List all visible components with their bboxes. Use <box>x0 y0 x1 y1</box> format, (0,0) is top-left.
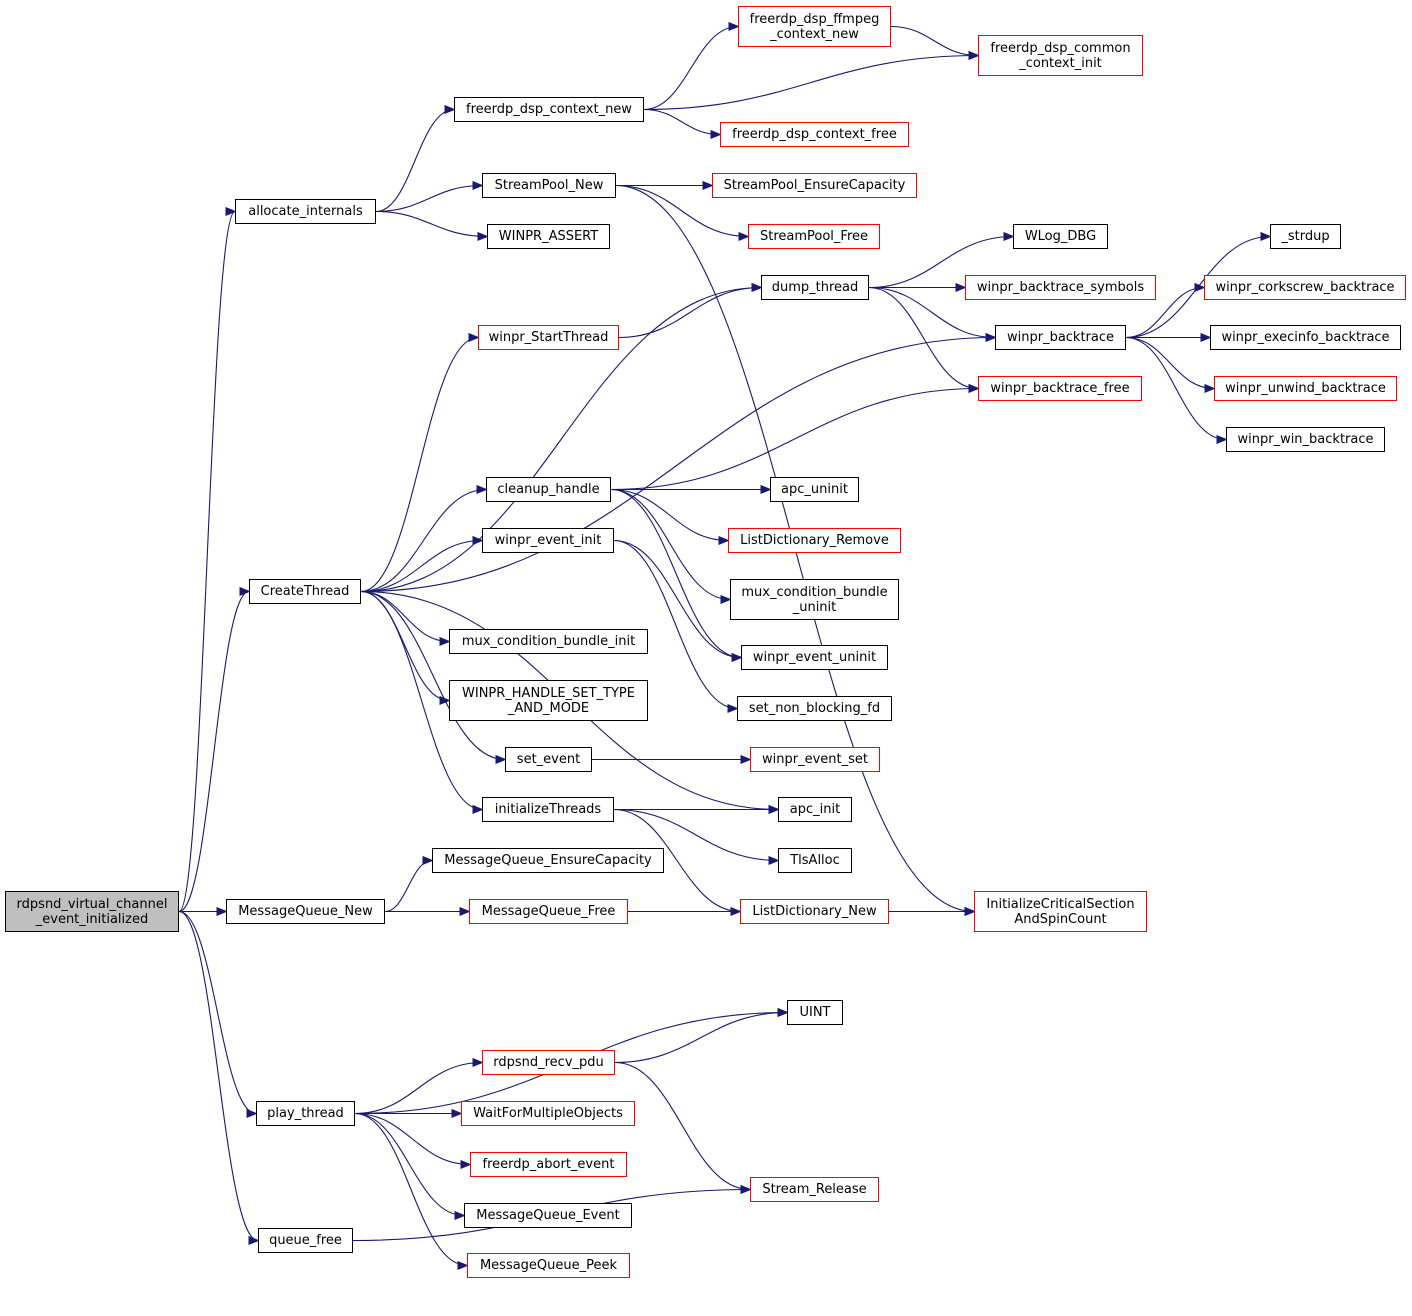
node-stream-pool-new[interactable]: StreamPool_New <box>482 173 616 198</box>
node-initialize-threads[interactable]: initializeThreads <box>482 797 614 822</box>
edge-winpr-event-init-to-winpr-event-uninit <box>613 539 741 658</box>
node-message-queue-peek[interactable]: MessageQueue_Peek <box>467 1253 630 1278</box>
node-mux-condition-bundle-uninit[interactable]: mux_condition_bundle _uninit <box>730 579 899 620</box>
edge-streampool-new-to-streampool-free <box>615 184 748 237</box>
edge-root-to-allocate-internals <box>178 212 235 913</box>
edge-freerdp-dsp-context-new-to-freerdp-dsp-ffmpeg-context-new <box>643 27 738 111</box>
node-message-queue-new[interactable]: MessageQueue_New <box>226 899 385 924</box>
edge-allocate-internals-to-winpr-assert <box>375 210 487 237</box>
node-list-dictionary-new[interactable]: ListDictionary_New <box>740 899 889 924</box>
edge-createthread-to-set-event <box>360 590 505 760</box>
edge-winpr-startthread-to-dump-thread <box>618 288 761 339</box>
node-winpr-execinfo-backtrace[interactable]: winpr_execinfo_backtrace <box>1210 325 1401 350</box>
node-mux-condition-bundle-init[interactable]: mux_condition_bundle_init <box>449 629 648 654</box>
node-tls-alloc[interactable]: TlsAlloc <box>778 848 852 873</box>
node-message-queue-event[interactable]: MessageQueue_Event <box>464 1203 632 1228</box>
edge-winpr-backtrace-to-winpr-unwind-backtrace <box>1125 336 1214 389</box>
node-winpr-corkscrew-backtrace[interactable]: winpr_corkscrew_backtrace <box>1204 275 1406 300</box>
edge-createthread-to-winpr-backtrace <box>360 338 995 593</box>
edge-play-thread-to-rdpsnd-recv-pdu <box>354 1063 482 1115</box>
node-winpr-win-backtrace[interactable]: winpr_win_backtrace <box>1226 427 1385 452</box>
edge-freerdp-dsp-context-new-to-freerdp-dsp-context-free <box>643 108 720 135</box>
node-message-queue-ensure-capacity[interactable]: MessageQueue_EnsureCapacity <box>432 848 664 873</box>
node-uint[interactable]: UINT <box>787 1000 843 1025</box>
edge-allocate-internals-to-freerdp-dsp-context-new <box>375 110 454 213</box>
edge-messagequeue-new-to-messagequeue-ensurecapacity <box>384 861 432 913</box>
edge-play-thread-to-freerdp-abort-event <box>354 1112 470 1165</box>
node-cleanup-handle[interactable]: cleanup_handle <box>486 477 611 502</box>
edge-winpr-event-init-to-set-non-blocking-fd <box>613 539 737 709</box>
edge-play-thread-to-messagequeue-event <box>354 1112 464 1216</box>
edge-createthread-to-winpr-event-init <box>360 541 482 593</box>
node-winpr-event-uninit[interactable]: winpr_event_uninit <box>741 645 888 670</box>
edge-createthread-to-initializethreads <box>360 590 482 810</box>
edge-root-to-createthread <box>178 592 249 913</box>
node-winpr-backtrace-free[interactable]: winpr_backtrace_free <box>978 376 1142 401</box>
edge-createthread-to-cleanup-handle <box>360 490 486 593</box>
edge-cleanup-handle-to-listdictionary-remove <box>610 488 728 541</box>
node-apc-init[interactable]: apc_init <box>778 797 852 822</box>
edge-initializethreads-to-tlsalloc <box>613 808 778 861</box>
node-set-event[interactable]: set_event <box>505 747 592 772</box>
edge-createthread-to-dump-thread <box>360 288 761 593</box>
node-freerdp-abort-event[interactable]: freerdp_abort_event <box>470 1152 627 1177</box>
node-freerdp-dsp-context-new[interactable]: freerdp_dsp_context_new <box>454 97 644 122</box>
edge-play-thread-to-messagequeue-peek <box>354 1112 467 1266</box>
node-winpr-handle-set-type-and-mode[interactable]: WINPR_HANDLE_SET_TYPE _AND_MODE <box>449 680 648 721</box>
node-freerdp-dsp-ffmpeg-context-new[interactable]: freerdp_dsp_ffmpeg _context_new <box>738 6 891 47</box>
node-initialize-critical-section-and-spin-count[interactable]: InitializeCriticalSection AndSpinCount <box>974 891 1147 932</box>
node-allocate-internals[interactable]: allocate_internals <box>235 199 376 224</box>
node-dump-thread[interactable]: dump_thread <box>761 275 869 300</box>
node-winpr-start-thread[interactable]: winpr_StartThread <box>478 325 619 350</box>
node-set-non-blocking-fd[interactable]: set_non_blocking_fd <box>737 696 892 721</box>
node-stream-pool-ensure-capacity[interactable]: StreamPool_EnsureCapacity <box>712 173 917 198</box>
node-queue-free[interactable]: queue_free <box>258 1228 353 1253</box>
node-winpr-event-init[interactable]: winpr_event_init <box>482 528 614 553</box>
node-strdup[interactable]: _strdup <box>1270 224 1341 249</box>
edge-rdpsnd-recv-pdu-to-uint <box>614 1013 787 1064</box>
edge-createthread-to-winpr-startthread <box>360 338 478 593</box>
node-message-queue-free[interactable]: MessageQueue_Free <box>469 899 628 924</box>
edge-dump-thread-to-winpr-backtrace <box>868 286 995 338</box>
edge-winpr-backtrace-to-winpr-win-backtrace <box>1125 336 1226 440</box>
edge-dump-thread-to-winpr-backtrace-free <box>868 286 978 389</box>
edge-freerdp-dsp-context-new-to-freerdp-dsp-common-context-init <box>643 56 978 111</box>
node-wlog-dbg[interactable]: WLog_DBG <box>1013 224 1108 249</box>
edge-rdpsnd-recv-pdu-to-stream-release <box>614 1061 750 1190</box>
edge-cleanup-handle-to-winpr-backtrace-free <box>610 389 978 491</box>
edge-initializethreads-to-listdictionary-new <box>613 808 740 912</box>
node-rdpsnd-recv-pdu[interactable]: rdpsnd_recv_pdu <box>482 1050 615 1075</box>
node-stream-pool-free[interactable]: StreamPool_Free <box>748 224 880 249</box>
node-winpr-assert[interactable]: WINPR_ASSERT <box>487 224 610 249</box>
edge-root-to-queue-free <box>178 910 258 1241</box>
edge-freerdp-dsp-ffmpeg-context-new-to-freerdp-dsp-common-context-init <box>890 25 978 56</box>
node-list-dictionary-remove[interactable]: ListDictionary_Remove <box>728 528 901 553</box>
edge-winpr-backtrace-to-winpr-corkscrew-backtrace <box>1125 288 1204 339</box>
edge-createthread-to-mux-condition-bundle-init <box>360 590 449 642</box>
node-freerdp-dsp-context-free[interactable]: freerdp_dsp_context_free <box>720 122 909 147</box>
node-apc-uninit[interactable]: apc_uninit <box>770 477 859 502</box>
node-stream-release[interactable]: Stream_Release <box>750 1177 879 1202</box>
edge-createthread-to-winpr-handle-set-type-and-mode <box>360 590 449 701</box>
edge-cleanup-handle-to-winpr-event-uninit <box>610 488 741 658</box>
node-winpr-unwind-backtrace[interactable]: winpr_unwind_backtrace <box>1214 376 1397 401</box>
edge-root-to-play-thread <box>178 910 256 1114</box>
node-create-thread[interactable]: CreateThread <box>249 579 361 604</box>
node-winpr-event-set[interactable]: winpr_event_set <box>750 747 880 772</box>
node-freerdp-dsp-common-context-init[interactable]: freerdp_dsp_common _context_init <box>978 35 1143 76</box>
edge-allocate-internals-to-streampool-new <box>375 186 482 213</box>
node-winpr-backtrace[interactable]: winpr_backtrace <box>995 325 1126 350</box>
node-play-thread[interactable]: play_thread <box>256 1101 355 1126</box>
node-winpr-backtrace-symbols[interactable]: winpr_backtrace_symbols <box>965 275 1156 300</box>
node-rdpsnd-virtual-channel-event-initialized: rdpsnd_virtual_channel _event_initialize… <box>5 891 179 932</box>
edge-dump-thread-to-wlog-dbg <box>868 237 1013 289</box>
node-wait-for-multiple-objects[interactable]: WaitForMultipleObjects <box>461 1101 635 1126</box>
edge-cleanup-handle-to-mux-condition-bundle-uninit <box>610 488 730 600</box>
